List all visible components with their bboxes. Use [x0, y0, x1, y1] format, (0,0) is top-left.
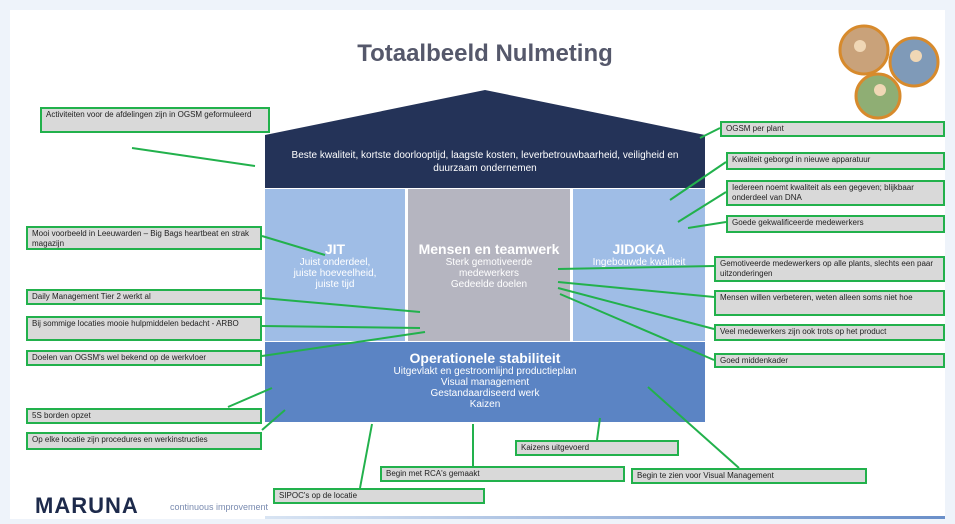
- bottom-accent-bar: [265, 516, 945, 519]
- pillar-jit: JIT Juist onderdeel, juiste hoeveelheid,…: [265, 189, 405, 341]
- connector-line: [131, 147, 256, 167]
- foundation-heading: Operationele stabiliteit: [409, 350, 561, 366]
- maruna-logo: MARUNA: [35, 493, 139, 518]
- pillar-mensen: Mensen en teamwerk Sterk gemotiveerde me…: [408, 189, 570, 341]
- note-leeuwarden: Mooi voorbeeld in Leeuwarden – Big Bags …: [26, 226, 262, 250]
- logo-tagline: continuous improvement: [170, 502, 269, 512]
- note-5s-borden: 5S borden opzet: [26, 408, 262, 424]
- note-hulpmiddelen: Bij sommige locaties mooie hulpmiddelen …: [26, 316, 262, 341]
- foundation-line: Uitgevlakt en gestroomlijnd productiepla…: [393, 366, 577, 377]
- note-doelen-ogsm: Doelen van OGSM's wel bekend op de werkv…: [26, 350, 262, 366]
- photo-circle-2: [888, 36, 940, 88]
- connector-line: [359, 423, 373, 489]
- foundation-line: Kaizen: [469, 399, 501, 410]
- note-verbeteren: Mensen willen verbeteren, weten alleen s…: [714, 290, 945, 316]
- note-kwaliteit-geborgd: Kwaliteit geborgd in nieuwe apparatuur: [726, 152, 945, 170]
- note-daily-management: Daily Management Tier 2 werkt al: [26, 289, 262, 305]
- note-middenkader: Goed middenkader: [714, 353, 945, 368]
- slide: Totaalbeeld Nulmeting Beste kwaliteit, k…: [10, 10, 945, 519]
- foundation-line: Visual management: [440, 377, 530, 388]
- pillar-mensen-body: Sterk gemotiveerde medewerkers Gedeelde …: [445, 257, 533, 290]
- note-kwaliteit-dna: Iedereen noemt kwaliteit als een gegeven…: [726, 180, 945, 206]
- pillar-jidoka: JIDOKA Ingebouwde kwaliteit: [573, 189, 705, 341]
- foundation-line: Gestandaardiseerd werk: [430, 388, 540, 399]
- pillar-mensen-heading: Mensen en teamwerk: [418, 241, 560, 257]
- note-kaizens: Kaizens uitgevoerd: [515, 440, 679, 456]
- photo-collage: [838, 24, 940, 120]
- pillar-jidoka-body: Ingebouwde kwaliteit: [592, 257, 686, 268]
- pillar-jit-body: Juist onderdeel, juiste hoeveelheid, jui…: [293, 257, 377, 290]
- roof-text: Beste kwaliteit, kortste doorlooptijd, l…: [291, 149, 679, 174]
- note-gekwalificeerde: Goede gekwalificeerde medewerkers: [726, 215, 945, 233]
- note-procedures: Op elke locatie zijn procedures en werki…: [26, 432, 262, 450]
- note-gemotiveerde: Gemotiveerde medewerkers op alle plants,…: [714, 256, 945, 282]
- pillar-jidoka-heading: JIDOKA: [612, 241, 666, 257]
- page-title: Totaalbeeld Nulmeting: [357, 40, 613, 67]
- note-ogsm-activiteiten: Activiteiten voor de afdelingen zijn in …: [40, 107, 270, 133]
- pillar-jit-heading: JIT: [324, 241, 346, 257]
- note-trots: Veel medewerkers zijn ook trots op het p…: [714, 324, 945, 341]
- photo-circle-3: [854, 72, 902, 120]
- note-rca: Begin met RCA's gemaakt: [380, 466, 625, 482]
- note-ogsm-per-plant: OGSM per plant: [720, 121, 945, 137]
- house-roof: Beste kwaliteit, kortste doorlooptijd, l…: [265, 135, 705, 188]
- house-foundation: Operationele stabiliteit Uitgevlakt en g…: [265, 342, 705, 422]
- note-sipoc: SIPOC's op de locatie: [273, 488, 485, 504]
- note-visual-management: Begin te zien voor Visual Management: [631, 468, 867, 484]
